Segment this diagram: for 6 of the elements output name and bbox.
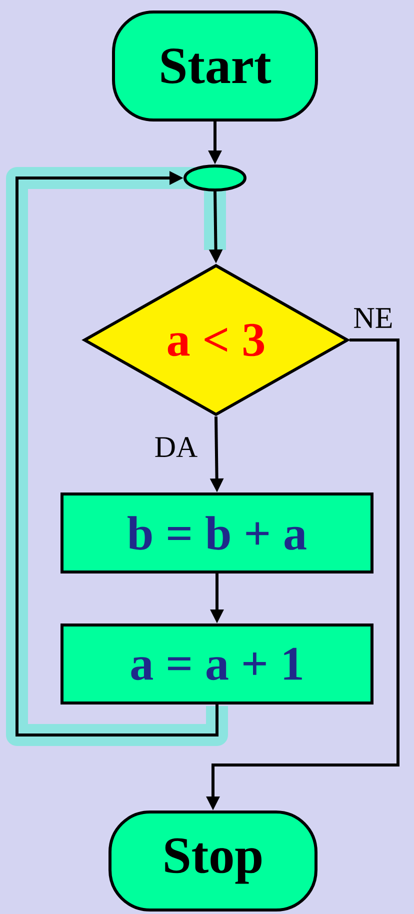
- terminal-box: Stop: [108, 810, 318, 912]
- edge-label: NE: [352, 307, 394, 329]
- edge-label: DA: [153, 436, 199, 458]
- process-box: a = a + 1: [60, 624, 374, 704]
- terminal-box: Start: [112, 10, 318, 122]
- process-box: b = b + a: [60, 492, 374, 574]
